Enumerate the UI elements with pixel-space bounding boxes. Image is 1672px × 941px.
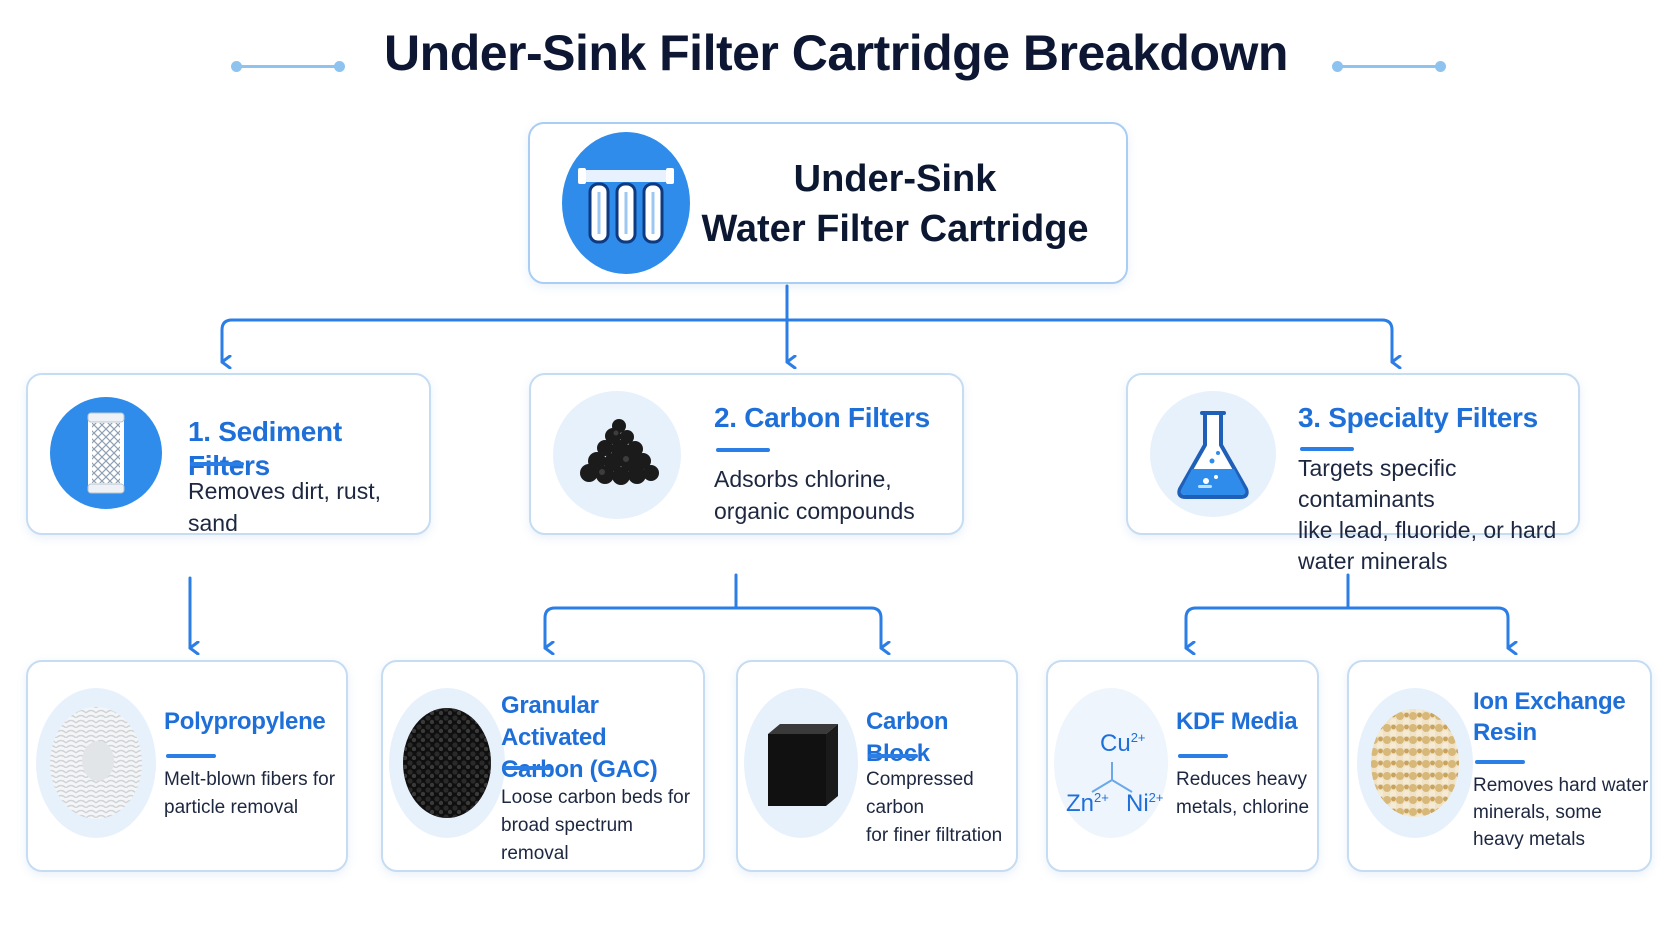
subtype-underline-polypropylene [166, 754, 216, 758]
subtype-card-kdf: Cu2+ Zn2+ Ni2+ KDF Media Reduces heavy m… [1046, 660, 1319, 872]
carbon-pellets-icon [553, 391, 681, 519]
connector-specialty-ion [1346, 606, 1508, 648]
resin-beads-icon [1357, 688, 1473, 838]
category-desc-specialty: Targets specific contaminants like lead,… [1298, 455, 1557, 574]
subtype-desc-gac: Loose carbon beds for broad spectrum rem… [501, 787, 691, 864]
subtype-title-kdf: KDF Media [1176, 708, 1298, 735]
category-card-carbon: 2. Carbon Filters Adsorbs chlorine, orga… [529, 373, 964, 535]
connector-specialty-kdf [1184, 606, 1350, 648]
root-title-line2: Water Filter Cartridge [701, 208, 1089, 250]
subtype-title-ion-exchange: Ion Exchange Resin [1473, 688, 1626, 746]
subtype-desc-kdf: Reduces heavy metals, chlorine [1176, 769, 1310, 818]
category-underline-specialty [1300, 447, 1354, 451]
granular-carbon-icon [389, 688, 505, 838]
category-desc-sediment: Removes dirt, rust, sand [188, 478, 381, 536]
subtype-desc-ion-exchange: Removes hard water minerals, some heavy … [1473, 775, 1649, 850]
three-stage-filter-icon [562, 132, 690, 274]
category-underline-sediment [190, 462, 244, 466]
category-desc-carbon: Adsorbs chlorine, organic compounds [714, 466, 915, 524]
polypropylene-fiber-icon [36, 688, 156, 838]
subtype-title-carbon-block: Carbon Block [866, 708, 949, 767]
metal-ions-icon: Cu2+ Zn2+ Ni2+ [1054, 688, 1168, 838]
category-title-carbon: 2. Carbon Filters [714, 402, 930, 433]
subtype-card-gac: Granular Activated Carbon (GAC) Loose ca… [381, 660, 705, 872]
subtype-underline-carbon-block [868, 754, 918, 758]
ion-cu-label: Cu2+ [1100, 730, 1146, 757]
category-title-sediment: 1. Sediment Filters [188, 416, 342, 481]
root-title: Under-Sink Water Filter Cartridge [700, 154, 1090, 254]
connector-carbon-block [734, 606, 881, 648]
subtype-underline-gac [503, 766, 551, 770]
root-title-line1: Under-Sink [793, 158, 997, 200]
subtype-underline-ion-exchange [1475, 760, 1525, 764]
subtype-title-gac: Granular Activated Carbon (GAC) [501, 692, 658, 783]
subtype-title-polypropylene: Polypropylene [164, 708, 326, 735]
title-decoration-right [1332, 61, 1446, 72]
category-card-specialty: 3. Specialty Filters Targets specific co… [1126, 373, 1580, 574]
ion-ni-label: Ni2+ [1126, 790, 1164, 817]
flask-icon [1150, 391, 1276, 517]
category-title-specialty: 3. Specialty Filters [1298, 402, 1538, 433]
sediment-cartridge-icon [50, 397, 162, 509]
connector-carbon-gac [543, 606, 738, 648]
subtype-desc-polypropylene: Melt-blown fibers for particle removal [164, 769, 336, 818]
subtype-card-ion-exchange: Ion Exchange Resin Removes hard water mi… [1347, 660, 1652, 872]
subtype-desc-carbon-block: Compressed carbon for finer filtration [866, 769, 1003, 846]
page-title: Under-Sink Filter Cartridge Breakdown [384, 25, 1288, 81]
category-card-sediment: 1. Sediment Filters Removes dirt, rust, … [26, 373, 431, 536]
subtype-underline-kdf [1178, 754, 1228, 758]
root-card: Under-Sink Water Filter Cartridge [528, 122, 1128, 284]
subtype-card-polypropylene: Polypropylene Melt-blown fibers for part… [26, 660, 348, 872]
subtype-card-carbon-block: Carbon Block Compressed carbon for finer… [736, 660, 1018, 872]
category-underline-carbon [716, 448, 770, 452]
title-decoration-left [231, 61, 345, 72]
connector-root-left [220, 318, 789, 362]
connector-root-right [785, 318, 1392, 362]
carbon-block-icon [744, 688, 858, 838]
ion-zn-label: Zn2+ [1066, 790, 1109, 817]
